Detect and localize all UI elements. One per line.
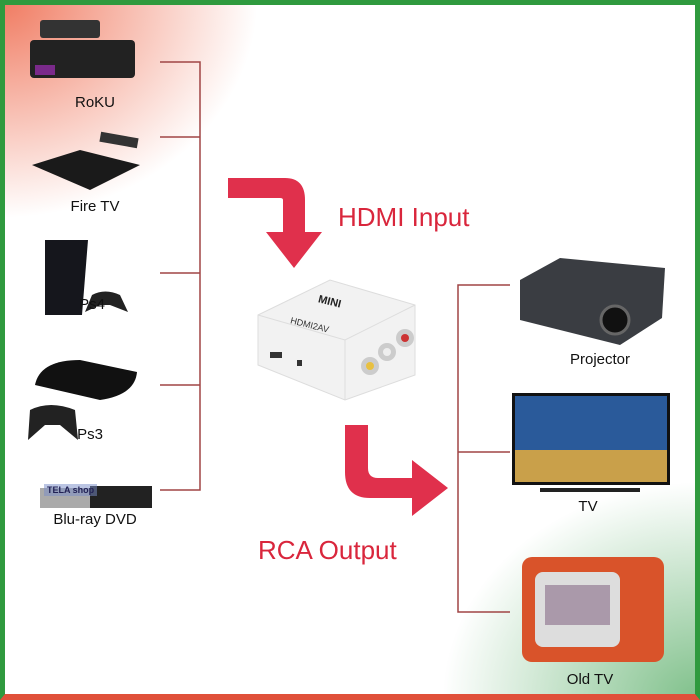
source-label-fire-tv: Fire TV xyxy=(70,198,120,215)
ps3-console-icon xyxy=(28,360,137,440)
ps4-console-icon xyxy=(45,240,128,315)
roku-box-icon xyxy=(30,20,135,78)
output-label-old-tv: Old TV xyxy=(566,671,614,688)
source-label-bluray: Blu-ray DVD xyxy=(53,511,137,528)
source-label-ps4: Ps4 xyxy=(79,296,105,313)
rca-arrow-icon xyxy=(345,425,448,516)
source-label-roku: RoKU xyxy=(74,94,116,111)
hdmi-arrow-icon xyxy=(228,178,322,268)
output-bracket xyxy=(457,284,510,613)
flat-tv-icon xyxy=(512,393,670,492)
source-bracket xyxy=(160,61,201,491)
adapter-image xyxy=(257,279,416,401)
output-label-tv: TV xyxy=(578,498,598,515)
output-label-projector: Projector xyxy=(569,351,631,368)
source-label-ps3: Ps3 xyxy=(77,426,103,443)
rca-output-label: RCA Output xyxy=(258,535,397,565)
projector-icon xyxy=(520,258,665,345)
crt-tv-icon xyxy=(522,557,664,662)
fire-tv-box-icon xyxy=(32,131,140,190)
hdmi-input-label: HDMI Input xyxy=(338,202,470,232)
watermark-logo: TELA shop xyxy=(44,484,98,496)
